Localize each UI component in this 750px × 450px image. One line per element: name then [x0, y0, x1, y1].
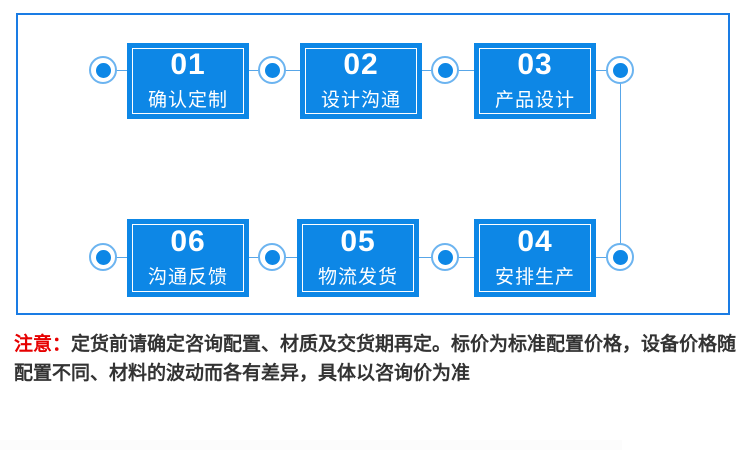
flow-node-circle — [258, 56, 286, 84]
step-box-05: 05 物流发货 — [297, 219, 419, 297]
flow-node-circle — [431, 243, 459, 271]
step-box-01: 01 确认定制 — [127, 43, 249, 119]
step-label: 设计沟通 — [320, 90, 401, 111]
flow-node-circle — [431, 56, 459, 84]
step-number: 03 — [517, 48, 553, 81]
step-number: 01 — [170, 48, 206, 81]
step-number: 06 — [170, 225, 206, 258]
step-label: 物流发货 — [317, 267, 398, 288]
step-box-inner: 06 沟通反馈 — [132, 224, 244, 292]
step-box-04: 04 安排生产 — [474, 219, 596, 297]
step-number: 02 — [343, 48, 379, 81]
flow-node-circle — [89, 56, 117, 84]
flow-node-dot — [95, 249, 111, 265]
step-box-06: 06 沟通反馈 — [127, 219, 249, 297]
notice-text: 注意：定货前请确定咨询配置、材质及交货期再定。标价为标准配置价格，设备价格随配置… — [14, 330, 740, 388]
step-label: 安排生产 — [494, 267, 575, 288]
flow-node-dot — [264, 62, 280, 78]
notice-body: 定货前请确定咨询配置、材质及交货期再定。标价为标准配置价格，设备价格随配置不同、… — [14, 334, 737, 384]
step-label: 产品设计 — [494, 90, 575, 111]
flow-node-dot — [95, 62, 111, 78]
flow-node-circle — [258, 243, 286, 271]
notice-prefix: 注意： — [14, 334, 72, 355]
step-box-inner: 04 安排生产 — [479, 224, 591, 292]
flow-node-dot — [437, 62, 453, 78]
step-number: 05 — [340, 225, 376, 258]
connector-line-right-vertical — [620, 70, 621, 257]
flow-node-dot — [437, 249, 453, 265]
flow-node-dot — [264, 249, 280, 265]
flow-node-circle — [89, 243, 117, 271]
step-box-03: 03 产品设计 — [474, 43, 596, 119]
footer-strip — [0, 440, 622, 450]
flow-node-circle — [606, 56, 634, 84]
flow-node-circle — [606, 243, 634, 271]
step-box-inner: 02 设计沟通 — [305, 48, 417, 114]
step-number: 04 — [517, 225, 553, 258]
step-box-inner: 03 产品设计 — [479, 48, 591, 114]
flow-node-dot — [612, 249, 628, 265]
step-label: 确认定制 — [147, 90, 228, 111]
step-box-inner: 05 物流发货 — [302, 224, 414, 292]
step-box-inner: 01 确认定制 — [132, 48, 244, 114]
step-label: 沟通反馈 — [147, 267, 228, 288]
step-box-02: 02 设计沟通 — [300, 43, 422, 119]
flow-node-dot — [612, 62, 628, 78]
